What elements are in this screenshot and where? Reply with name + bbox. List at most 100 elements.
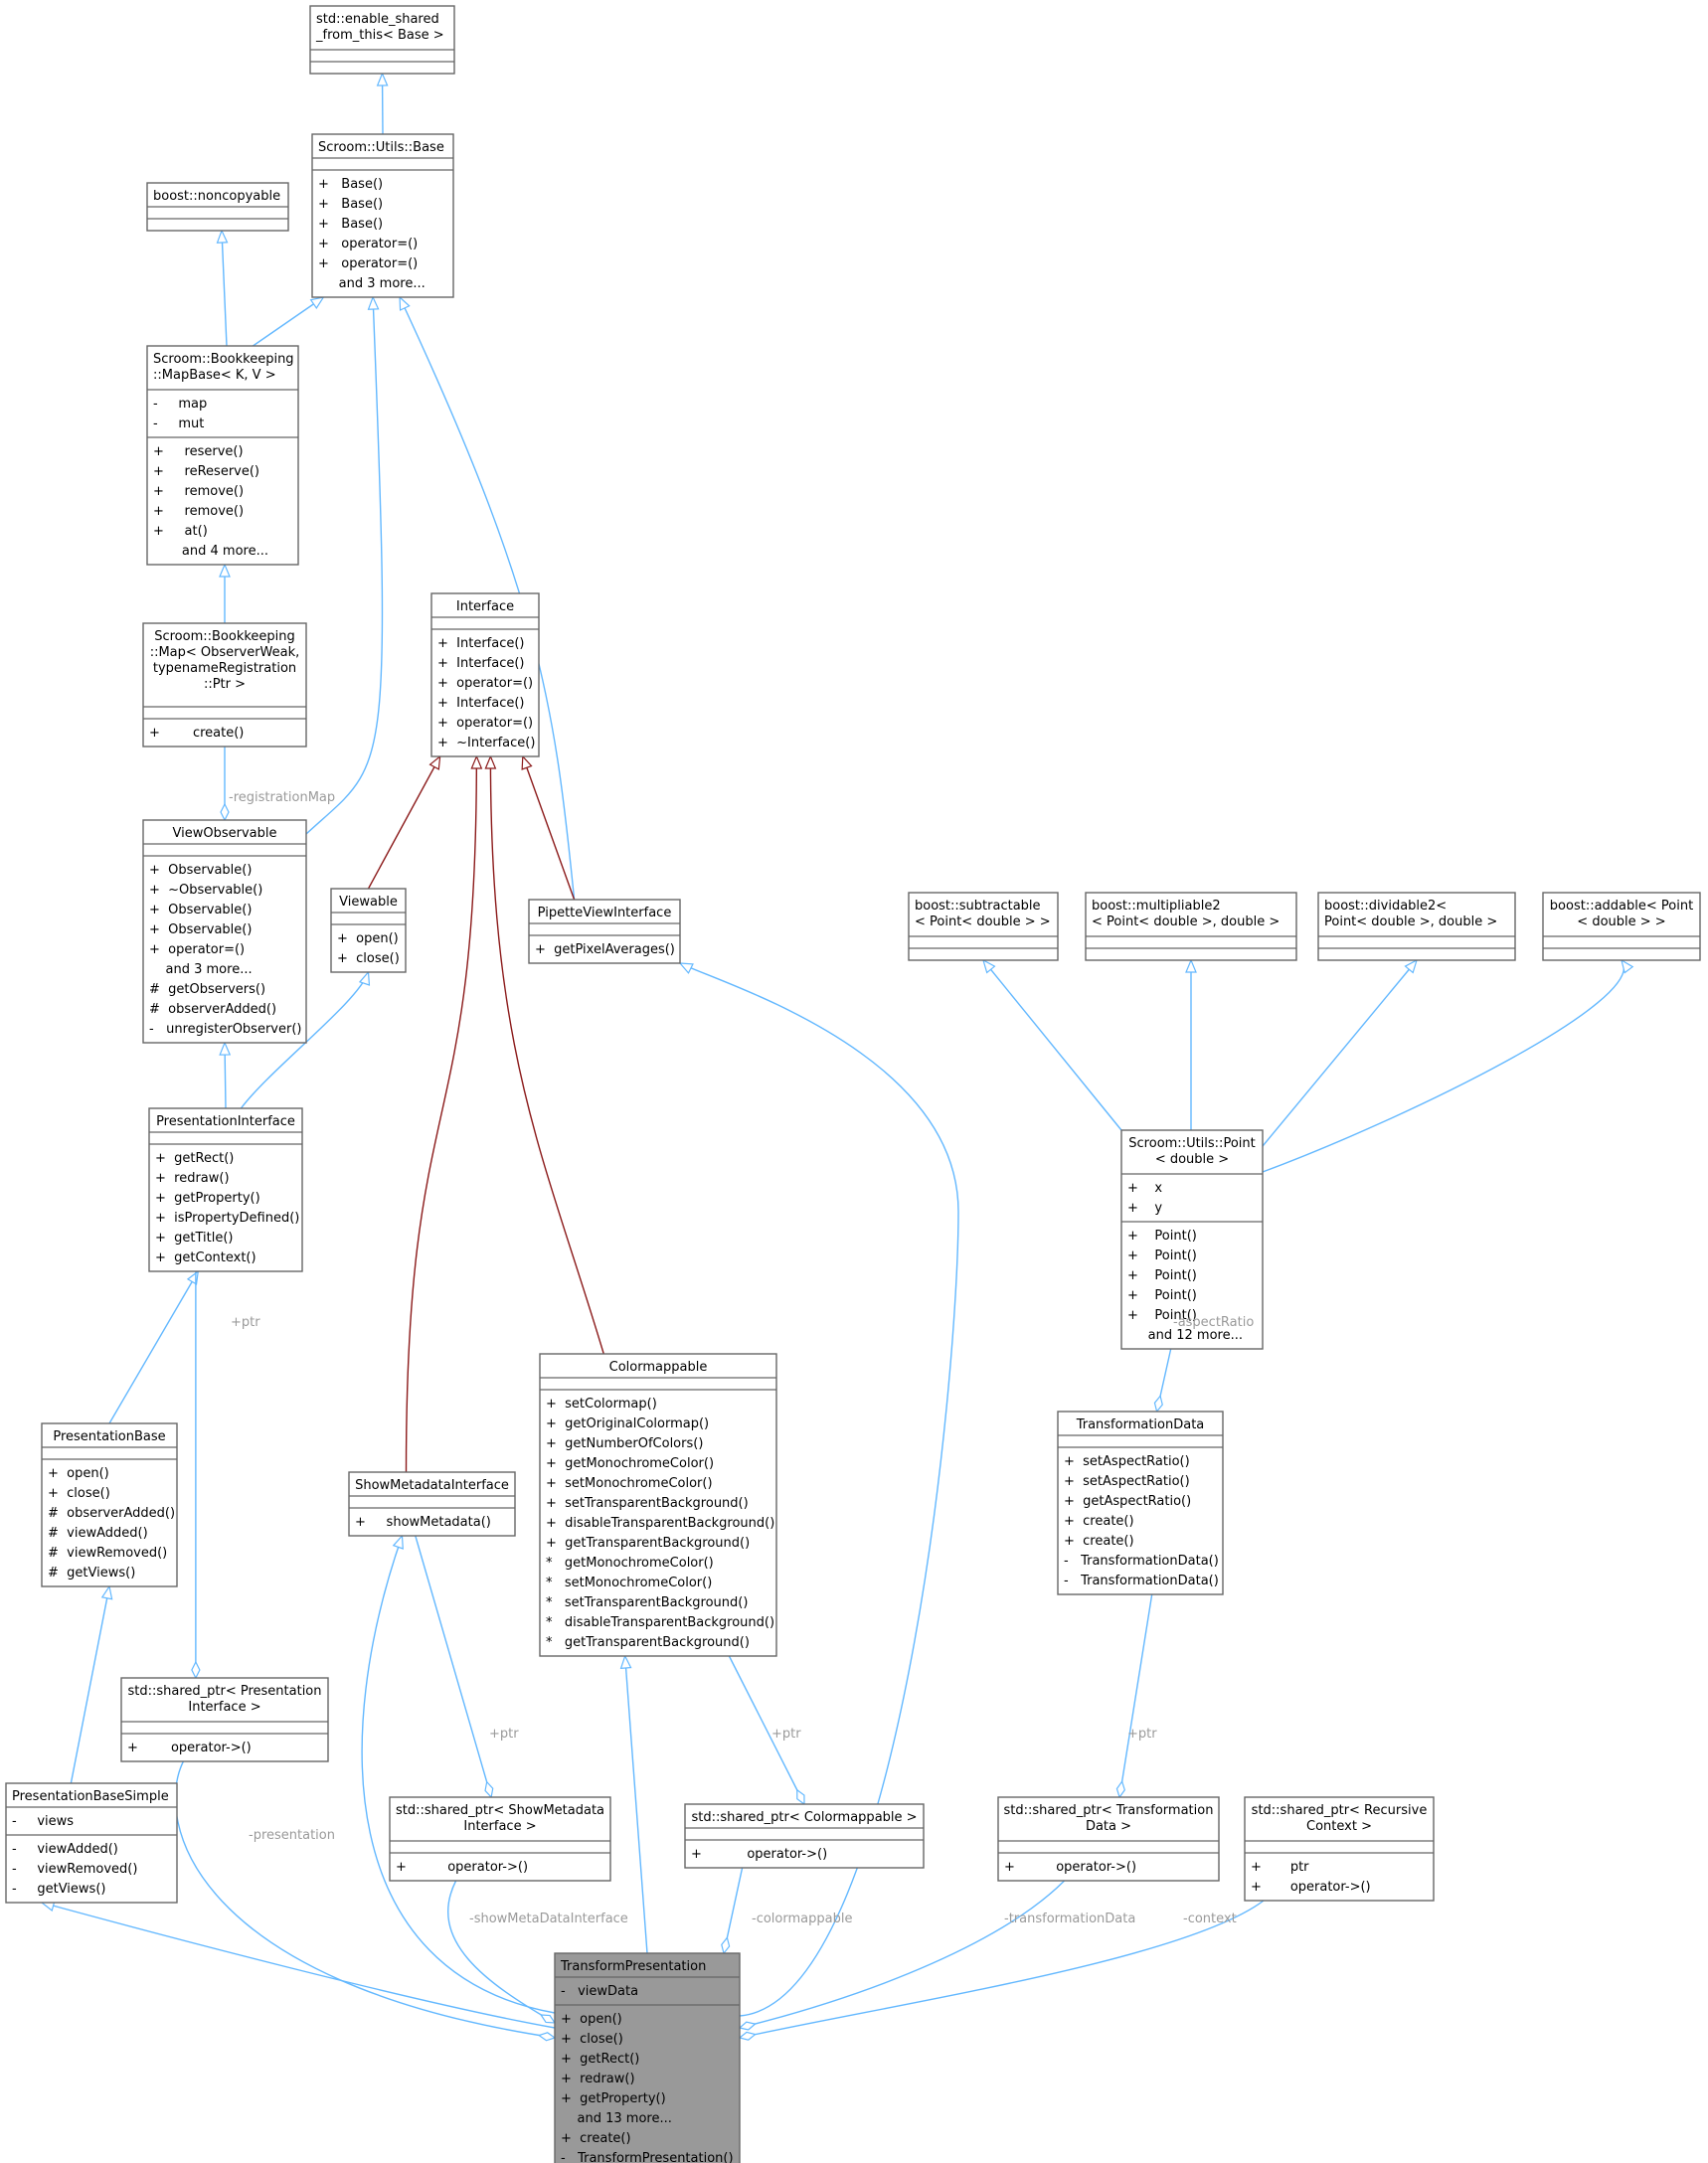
class-title: std::shared_ptr< Recursive [1252,1803,1428,1818]
class-node-utils-base[interactable]: Scroom::Utils::Base+ Base()+ Base()+ Bas… [311,133,454,298]
class-node-subtractable[interactable]: boost::subtractable< Point< double > > [908,892,1059,961]
class-title: std::shared_ptr< ShowMetadata [396,1803,604,1818]
class-title: Interface [456,599,514,614]
class-title: PresentationInterface [156,1114,295,1129]
class-node-dividable[interactable]: boost::dividable2<Point< double >, doubl… [1317,892,1516,961]
class-node-pres-interface[interactable]: PresentationInterface + getRect() + redraw… [148,1107,303,1272]
class-node-noncopyable[interactable]: boost::noncopyable [146,182,289,232]
edge-label-ptr-transformation: +ptr [1127,1727,1157,1742]
inheritance-edge [680,963,959,2017]
class-title: Interface > [188,1700,260,1715]
class-method: * setTransparentBackground() [546,1595,748,1610]
inheritance-edge [361,1536,556,2014]
class-node-mapbase[interactable]: Scroom::Bookkeeping::MapBase< K, V >- ma… [146,345,299,566]
class-title: TransformationData [1076,1417,1205,1432]
class-method: * setMonochromeColor() [546,1576,712,1590]
class-box [1542,892,1701,961]
class-title: < double > > [1577,915,1665,929]
class-title: std::shared_ptr< Colormappable > [691,1810,917,1825]
class-method: + disableTransparentBackground() [546,1516,774,1531]
class-node-transformation-data[interactable]: TransformationData + setAspectRatio() + se… [1057,1411,1224,1595]
class-title: Scroom::Utils::Base [318,140,444,155]
class-method: + setColormap() [546,1397,657,1412]
class-node-enable-shared[interactable]: std::enable_shared_from_this< Base > [309,5,455,75]
class-box [1244,1796,1435,1902]
nodes: std::enable_shared_from_this< Base >Scro… [5,5,1701,2163]
class-box [908,892,1059,961]
class-method: + getRect() [561,2052,639,2067]
class-method: + Interface() [437,636,525,651]
class-node-view-observable[interactable]: ViewObservable+ Observable()+ ~Observabl… [142,819,307,1044]
class-box [142,622,307,748]
edge-label-ptr-showmetadata: +ptr [489,1727,519,1742]
class-method: + close() [48,1486,110,1501]
class-node-bk-map[interactable]: Scroom::Bookkeeping::Map< ObserverWeak,t… [142,622,307,748]
class-method: * disableTransparentBackground() [546,1615,774,1630]
inheritance-edge [222,231,227,347]
class-method: + create() [149,726,244,741]
class-box [554,1952,741,2163]
class-node-multipliable[interactable]: boost::multipliable2< Point< double >, d… [1085,892,1297,961]
class-method: + operator=() [437,716,533,731]
class-node-pres-base-simple[interactable]: PresentationBaseSimple- views- viewAdded… [5,1782,178,1904]
class-box [348,1471,516,1537]
inheritance-edge [253,297,323,347]
inheritance-edge [1262,960,1623,1173]
class-method: + reReserve() [153,464,259,479]
class-node-addable[interactable]: boost::addable< Point< double > > [1542,892,1701,961]
class-method: + ~Interface() [437,736,535,750]
class-box [142,819,307,1044]
usage-edge [740,1900,1265,2038]
inheritance-edge [108,1271,198,1424]
class-node-interface[interactable]: Interface+ Interface()+ Interface()+ ope… [430,592,540,757]
class-title: boost::subtractable [915,899,1041,914]
class-method: # getViews() [48,1566,135,1581]
class-method: # viewRemoved() [48,1546,167,1561]
class-node-sp-showmetadata[interactable]: std::shared_ptr< ShowMetadataInterface >… [389,1796,611,1882]
inheritance-edge [70,1586,109,1784]
class-node-sp-colormappable[interactable]: std::shared_ptr< Colormappable >+ operat… [684,1803,925,1869]
class-method: + setAspectRatio() [1064,1454,1190,1469]
class-attribute: - mut [153,416,204,431]
class-node-viewable[interactable]: Viewable+ open()+ close() [330,888,407,973]
class-node-sp-transformation[interactable]: std::shared_ptr< TransformationData >+ o… [997,1796,1220,1882]
class-box [146,345,299,566]
usage-edge [1157,1348,1172,1412]
class-method: + operator->() [691,1847,827,1862]
class-title: Context > [1306,1819,1372,1834]
class-title: ::Map< ObserverWeak, [150,645,300,660]
class-node-pipette[interactable]: PipetteViewInterface+ getPixelAverages() [528,899,681,964]
class-attribute: - views [12,1814,74,1829]
class-method: + getRect() [155,1151,234,1166]
class-node-transform-presentation[interactable]: TransformPresentation- viewData+ open()+… [554,1952,741,2163]
class-box [1317,892,1516,961]
class-node-pres-base[interactable]: PresentationBase+ open()+ close()# obser… [41,1422,178,1587]
class-box [311,133,454,298]
class-method: + operator=() [318,256,418,271]
class-method: + getContext() [155,1250,256,1265]
class-method: + getTitle() [155,1231,234,1246]
class-title: TransformPresentation [560,1959,706,1974]
class-title: boost::multipliable2 [1092,899,1221,914]
class-node-colormappable[interactable]: Colormappable+ setColormap()+ getOrigina… [539,1353,777,1657]
class-node-show-metadata[interactable]: ShowMetadataInterface+ showMetadata() [348,1471,516,1537]
class-method: + getProperty() [561,2091,666,2106]
class-title: ShowMetadataInterface [355,1478,509,1493]
class-method: + getTransparentBackground() [546,1536,750,1551]
class-box [1120,1129,1264,1350]
edge-label-colormappable: -colormappable [752,1912,852,1926]
inheritance-edge [42,1903,556,2029]
class-method: + setAspectRatio() [1064,1474,1190,1489]
class-method: + redraw() [155,1171,230,1186]
class-node-point[interactable]: Scroom::Utils::Point< double >+ x+ y+ Po… [1120,1129,1264,1350]
class-node-sp-presentation[interactable]: std::shared_ptr< PresentationInterface >… [120,1677,329,1762]
class-method: # viewAdded() [48,1526,148,1541]
class-method: + remove() [153,484,244,499]
edge-label-presentation: -presentation [249,1828,335,1843]
class-box [430,592,540,757]
class-method: + open() [561,2012,622,2027]
class-method: + reserve() [153,444,244,459]
class-method: + Base() [318,217,383,232]
class-method: + getNumberOfColors() [546,1436,703,1451]
